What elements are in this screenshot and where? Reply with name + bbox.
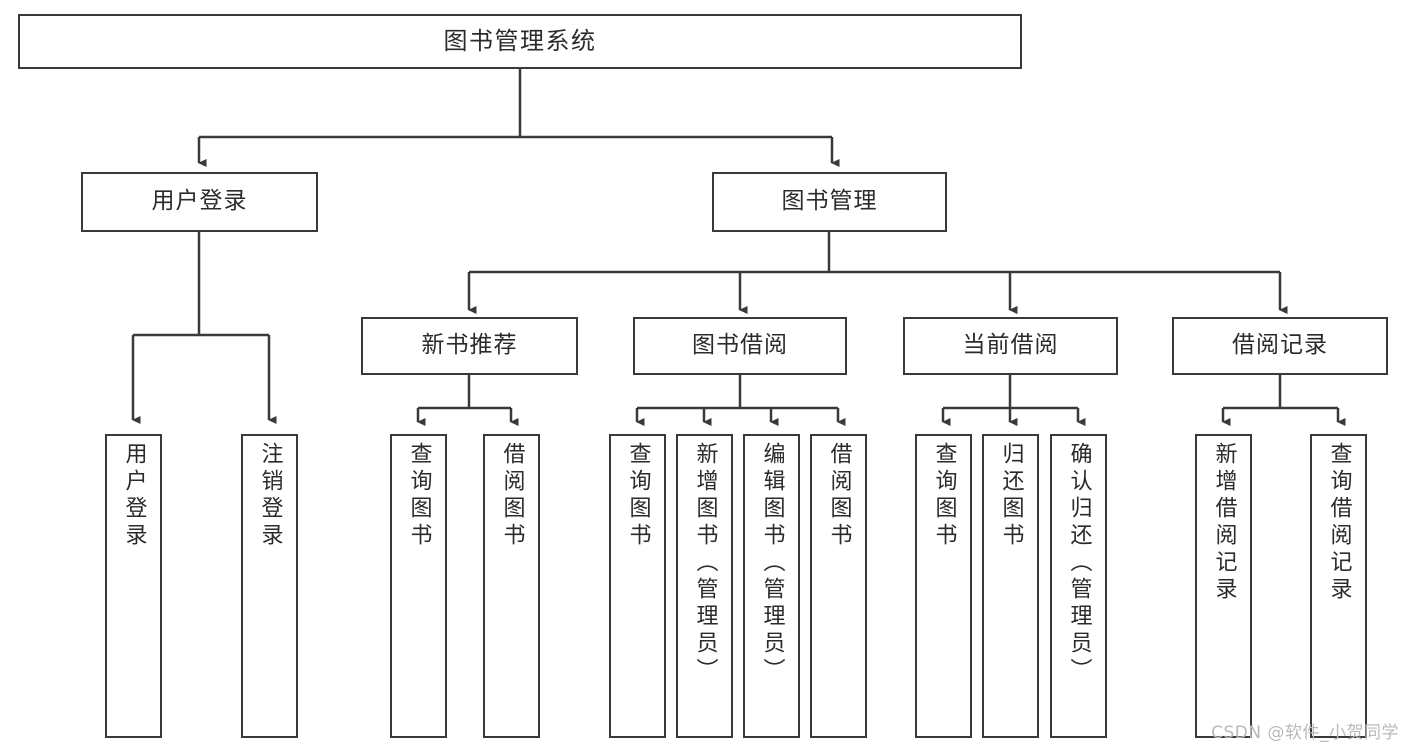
node-label: 借阅图书: [826, 442, 852, 550]
node-label: 当前借阅: [962, 332, 1059, 359]
node-label: 新增图书（管理员）: [692, 442, 718, 685]
leaf-borrow-query-book[interactable]: 查询图书: [609, 434, 666, 738]
node-label: 查询图书: [625, 442, 651, 550]
leaf-new-book-query[interactable]: 查询图书: [390, 434, 447, 738]
leaf-borrow-edit-book-admin[interactable]: 编辑图书（管理员）: [743, 434, 800, 738]
node-root-system[interactable]: 图书管理系统: [18, 14, 1022, 69]
leaf-record-add-record[interactable]: 新增借阅记录: [1195, 434, 1252, 738]
node-label: 编辑图书（管理员）: [759, 442, 785, 685]
leaf-user-login-signin[interactable]: 用户登录: [105, 434, 162, 738]
node-label: 查询图书: [931, 442, 957, 550]
leaf-current-query-book[interactable]: 查询图书: [915, 434, 972, 738]
node-borrow-record[interactable]: 借阅记录: [1172, 317, 1388, 375]
leaf-current-return-book[interactable]: 归还图书: [982, 434, 1039, 738]
node-label: 归还图书: [998, 442, 1024, 550]
leaf-user-login-signout[interactable]: 注销登录: [241, 434, 298, 738]
leaf-borrow-add-book-admin[interactable]: 新增图书（管理员）: [676, 434, 733, 738]
node-new-book-recommend[interactable]: 新书推荐: [361, 317, 578, 375]
node-label: 图书借阅: [692, 332, 788, 359]
node-label: 注销登录: [257, 442, 283, 550]
node-label: 查询图书: [406, 442, 432, 550]
node-label: 用户登录: [151, 188, 248, 215]
leaf-record-query-record[interactable]: 查询借阅记录: [1310, 434, 1367, 738]
leaf-current-confirm-return-admin[interactable]: 确认归还（管理员）: [1050, 434, 1107, 738]
leaf-new-book-borrow[interactable]: 借阅图书: [483, 434, 540, 738]
leaf-borrow-borrow-book[interactable]: 借阅图书: [810, 434, 867, 738]
node-label: 借阅图书: [499, 442, 525, 550]
watermark-text: CSDN @软件_小贺同学: [1211, 723, 1399, 743]
node-label: 确认归还（管理员）: [1066, 442, 1092, 685]
node-label: 新书推荐: [421, 332, 518, 359]
node-book-borrow[interactable]: 图书借阅: [633, 317, 847, 375]
node-label: 图书管理系统: [443, 27, 597, 56]
node-label: 借阅记录: [1232, 332, 1328, 359]
node-label: 查询借阅记录: [1326, 442, 1352, 604]
node-label: 图书管理: [781, 188, 878, 215]
node-current-borrow[interactable]: 当前借阅: [903, 317, 1118, 375]
node-label: 用户登录: [121, 442, 147, 550]
node-label: 新增借阅记录: [1211, 442, 1237, 604]
node-user-login[interactable]: 用户登录: [81, 172, 318, 232]
node-book-management[interactable]: 图书管理: [712, 172, 947, 232]
